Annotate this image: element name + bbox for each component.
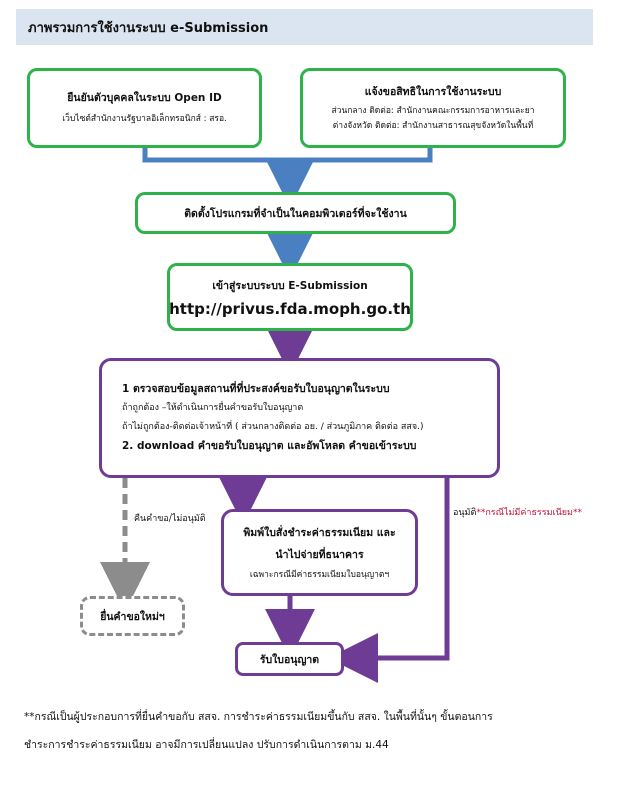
fee-title1: พิมพ์ใบสั่งชำระค่าธรรมเนียม และ bbox=[243, 527, 396, 539]
page-title: ภาพรวมการใช้งานระบบ e-Submission bbox=[28, 20, 269, 36]
check-line2: ถ้าถูกต้อง –ให้ดำเนินการยื่นคำขอรับใบอนุ… bbox=[122, 403, 304, 413]
rights-box: แจ้งขอสิทธิในการใช้งานระบบ ส่วนกลาง ติดต… bbox=[300, 68, 566, 148]
approve-note: **กรณีไม่มีค่าธรรมเนียม** bbox=[476, 508, 582, 518]
reject-text: คืนคำขอ/ไม่อนุมัติ bbox=[134, 514, 206, 524]
connector-openid bbox=[142, 147, 290, 163]
fee-box: พิมพ์ใบสั่งชำระค่าธรรมเนียม และ นำไปจ่าย… bbox=[221, 509, 418, 596]
resubmit-title: ยื่นคำขอใหม่ฯ bbox=[100, 610, 165, 623]
resubmit-box: ยื่นคำขอใหม่ฯ bbox=[80, 596, 185, 636]
connector-rights bbox=[290, 148, 433, 163]
receive-title: รับใบอนุญาต bbox=[259, 653, 320, 666]
check-line1: 1 ตรวจสอบข้อมูลสถานที่ที่ประสงค์ขอรับใบอ… bbox=[122, 383, 390, 395]
openid-title: ยืนยันตัวบุคคลในระบบ Open ID bbox=[67, 92, 222, 104]
reject-label: คืนคำขอ/ไม่อนุมัติ bbox=[134, 511, 206, 525]
login-url: http://privus.fda.moph.go.th bbox=[169, 299, 411, 318]
fee-title2: นำไปจ่ายที่ธนาคาร bbox=[275, 549, 364, 561]
receive-box: รับใบอนุญาต bbox=[235, 642, 344, 676]
rights-line1: ส่วนกลาง ติดต่อ: สำนักงานคณะกรรมการอาหาร… bbox=[331, 105, 535, 116]
check-line3: ถ้าไม่ถูกต้อง-ติดต่อเจ้าหน้าที่ ( ส่วนกล… bbox=[122, 422, 424, 432]
check-line4: 2. download คำขอรับใบอนุญาต และอัพโหลด ค… bbox=[122, 440, 417, 452]
page-header: ภาพรวมการใช้งานระบบ e-Submission bbox=[16, 9, 593, 45]
check-box: 1 ตรวจสอบข้อมูลสถานที่ที่ประสงค์ขอรับใบอ… bbox=[99, 358, 500, 478]
login-box: เข้าสู่ระบบระบบ E-Submission http://priv… bbox=[167, 263, 413, 331]
openid-box: ยืนยันตัวบุคคลในระบบ Open ID เว็บไซต์สำน… bbox=[27, 68, 262, 148]
fee-sub: เฉพาะกรณีมีค่าธรรมเนียมใบอนุญาตฯ bbox=[249, 570, 390, 580]
approve-prefix: อนุมัติ bbox=[453, 508, 477, 518]
arrow-approve-to-receive bbox=[328, 478, 450, 683]
rights-title: แจ้งขอสิทธิในการใช้งานระบบ bbox=[364, 85, 502, 98]
openid-sub: เว็บไซต์สำนักงานรัฐบาลอิเล็กทรอนิกส์ : ส… bbox=[62, 114, 227, 124]
footnote: **กรณีเป็นผู้ประกอบการที่ยื่นคำขอกับ สสจ… bbox=[24, 703, 604, 759]
footnote-line2: ชำระการชำระค่าธรรมเนียม อาจมีการเปลี่ยนแ… bbox=[24, 739, 389, 751]
install-box: ติดตั้งโปรแกรมที่จำเป็นในคอมพิวเตอร์ที่จ… bbox=[135, 192, 456, 234]
approve-label: อนุมัติ**กรณีไม่มีค่าธรรมเนียม** bbox=[453, 505, 582, 519]
rights-line2: ต่างจังหวัด ติดต่อ: สำนักงานสาธารณสุขจัง… bbox=[332, 120, 534, 131]
footnote-line1: **กรณีเป็นผู้ประกอบการที่ยื่นคำขอกับ สสจ… bbox=[24, 711, 493, 723]
login-title: เข้าสู่ระบบระบบ E-Submission bbox=[212, 279, 368, 292]
install-title: ติดตั้งโปรแกรมที่จำเป็นในคอมพิวเตอร์ที่จ… bbox=[184, 207, 407, 220]
